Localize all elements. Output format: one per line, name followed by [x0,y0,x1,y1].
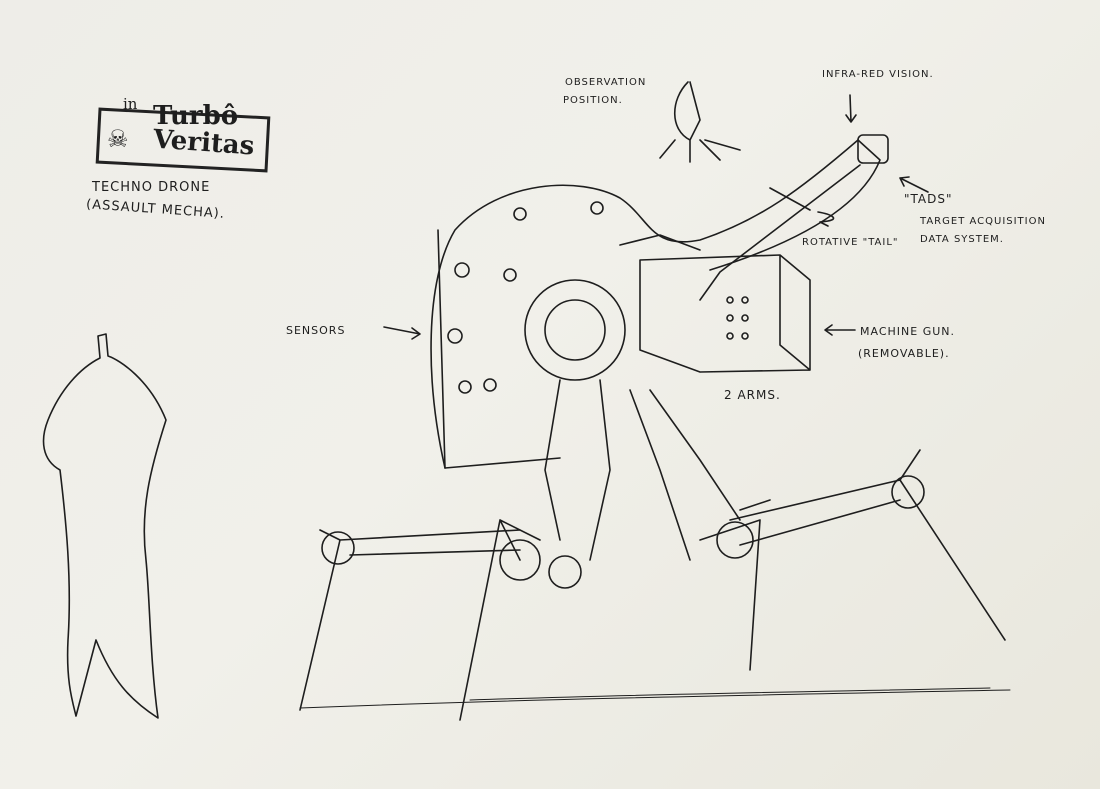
tads-full-label-1: Target Acquisition [920,216,1046,227]
body-shell [430,139,881,469]
leg-front [459,519,541,721]
body-shell-inner [437,229,561,469]
tail-label: Rotative "Tail" [802,237,899,248]
arms-label: 2 Arms. [724,388,781,402]
leg-left [299,529,521,711]
logo-prefix: in [123,95,138,113]
observation-drone-mini [659,81,741,163]
machine-gun-label-2: (Removable). [858,347,950,360]
arms [544,379,741,561]
leg-middle [699,499,771,671]
title-line1: Techno Drone [92,180,211,195]
rotation-hub [524,279,626,381]
human-scale-silhouette [42,333,167,719]
skull-icon: ☠ [107,125,129,153]
leg-joints [321,475,925,589]
annotation-arrows [383,94,929,340]
tads-sensor-head [857,134,889,164]
sensor-dials [447,201,604,394]
logo-line1: Turbô [153,101,239,131]
machine-gun [619,234,811,373]
gun-barrels [726,296,749,340]
infrared-label: Infra-Red Vision. [822,69,934,80]
observation-label-2: Position. [563,95,623,106]
tads-full-label-2: Data System. [920,234,1004,245]
leg-right [729,449,1006,641]
ground-line [299,687,1011,709]
sensors-label: Sensors [286,324,346,337]
tads-label: "TADS" [904,192,953,206]
observation-label-1: Observation [565,77,647,88]
tail-boom [699,164,861,301]
turbo-veritas-logo: in ☠ Turbô Veritas [95,95,271,175]
machine-gun-label-1: Machine Gun. [860,325,955,338]
